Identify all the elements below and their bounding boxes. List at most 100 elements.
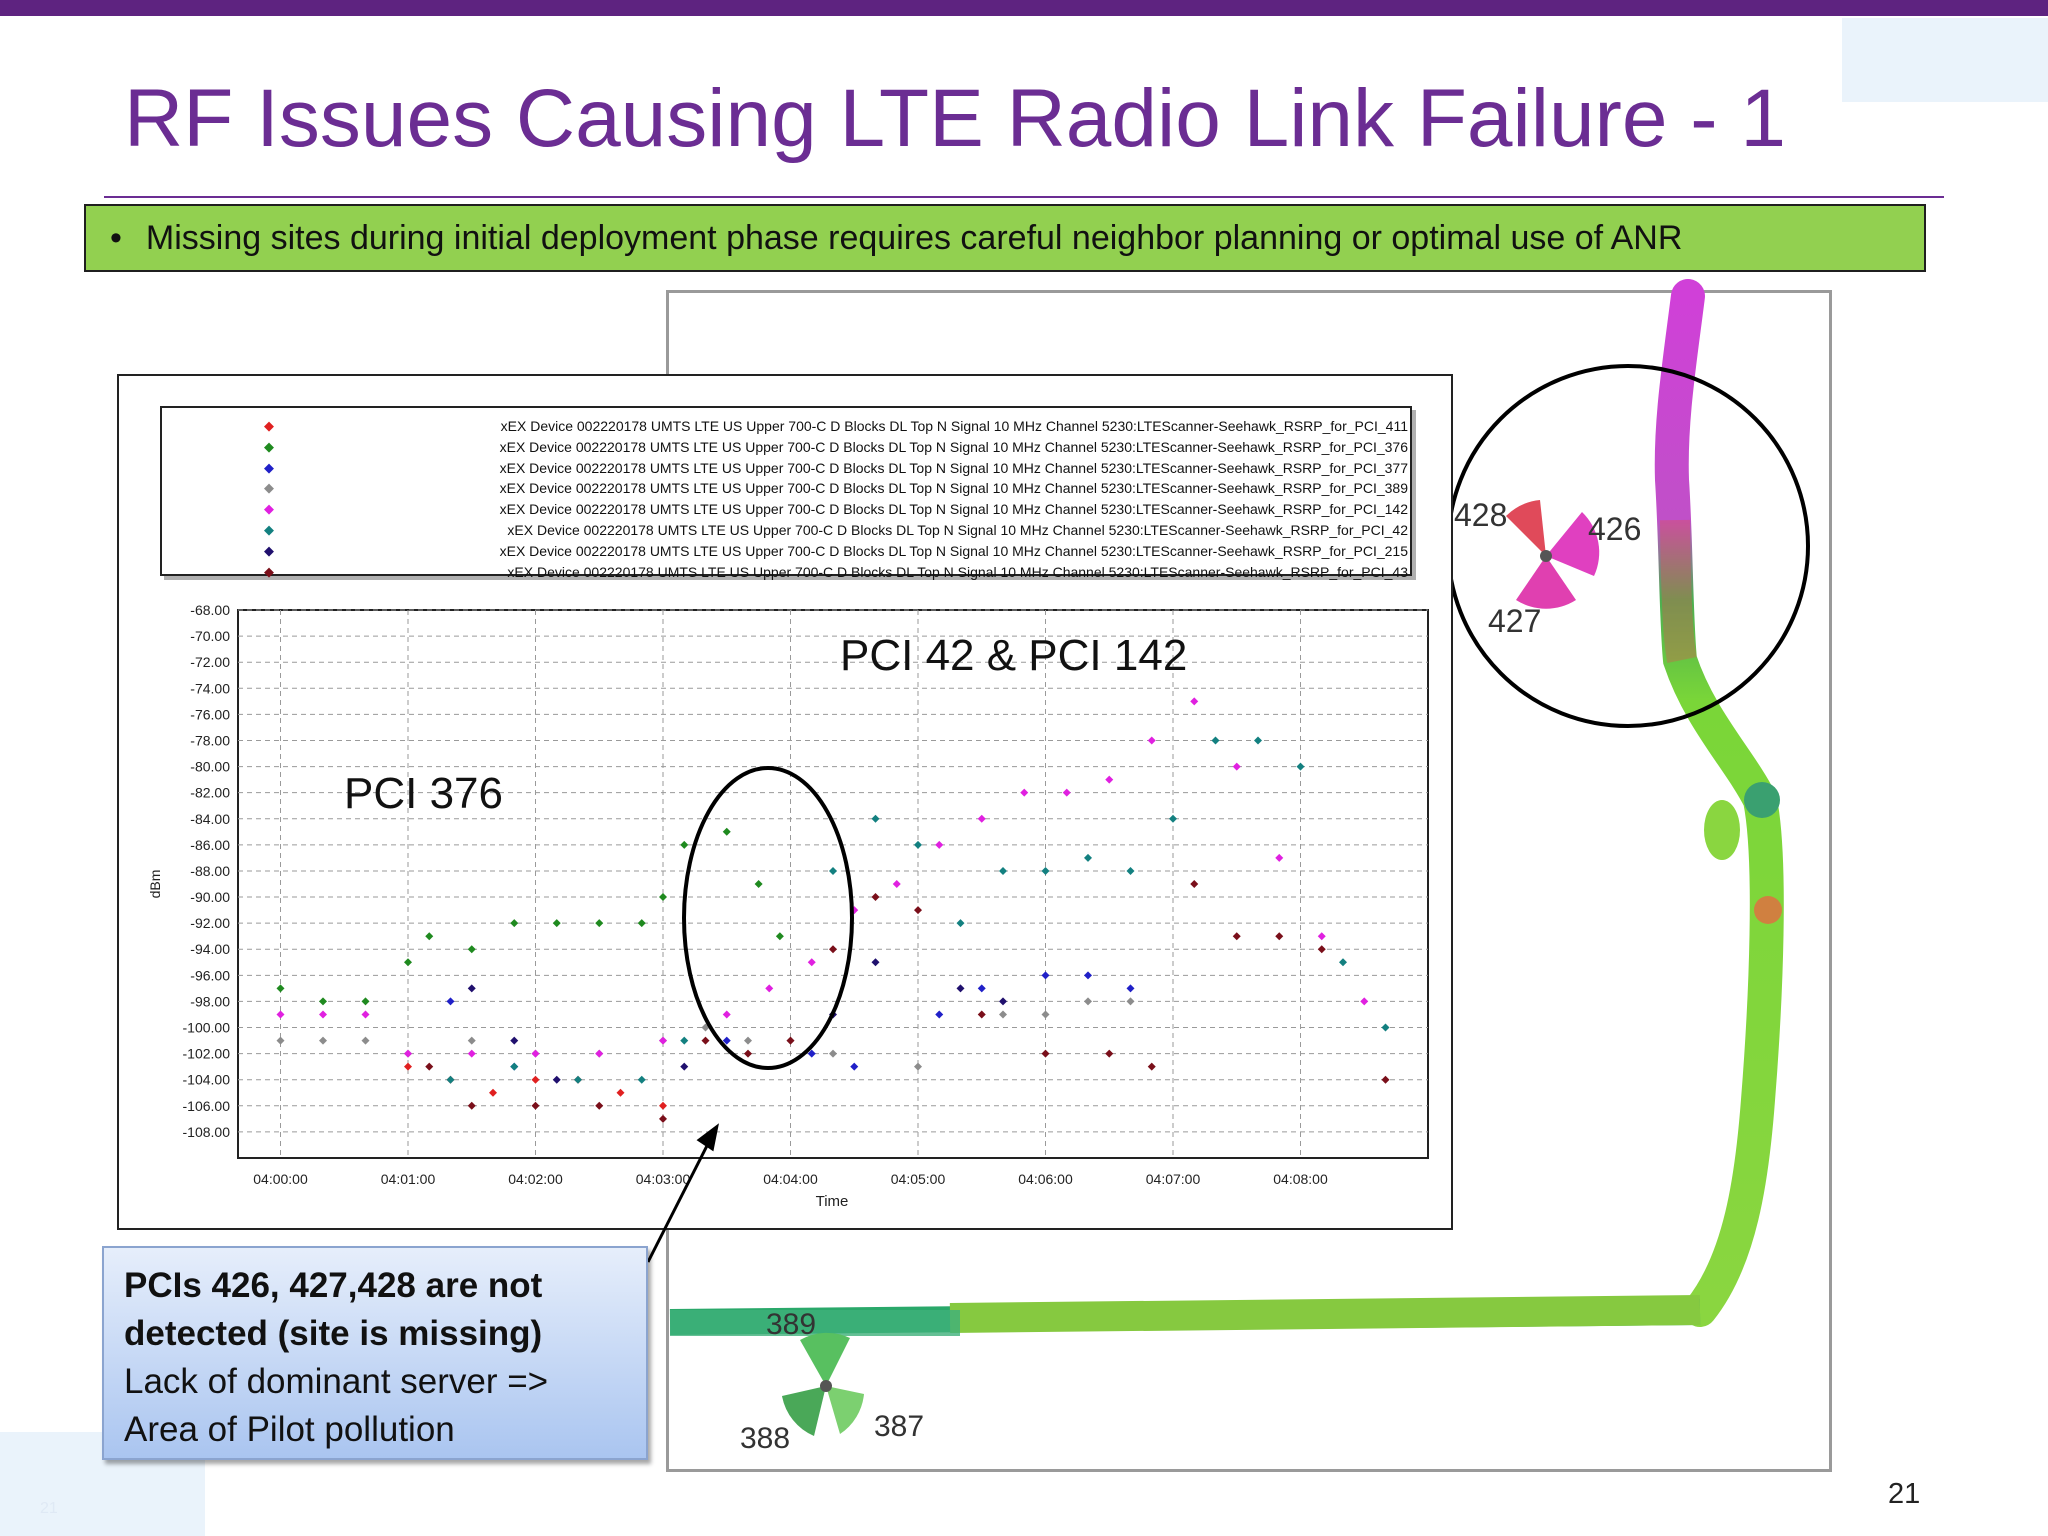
y-tick-label: -70.00	[190, 628, 230, 644]
legend-marker-icon: ◆	[264, 501, 274, 517]
data-point	[977, 984, 986, 993]
route-blob	[1744, 782, 1780, 818]
data-point	[510, 919, 519, 928]
y-axis-label: dBm	[147, 870, 163, 899]
data-point	[680, 1062, 689, 1071]
bullet-symbol: •	[110, 218, 122, 257]
data-point	[680, 1036, 689, 1045]
data-point	[319, 1010, 327, 1019]
pollution-ellipse	[682, 766, 854, 1070]
data-point	[1317, 945, 1326, 954]
data-point	[1169, 814, 1177, 823]
data-point	[1190, 880, 1199, 888]
annotation-callout-box: PCIs 426, 427,428 are not detected (site…	[102, 1246, 648, 1460]
legend-entry: ◆xEX Device 002220178 UMTS LTE US Upper …	[162, 520, 1412, 540]
callout-arrow-line	[646, 1127, 718, 1263]
data-point	[935, 840, 944, 849]
legend-marker-icon: ◆	[264, 418, 274, 433]
x-tick-label: 04:02:00	[508, 1171, 563, 1187]
data-point	[999, 1010, 1007, 1019]
y-tick-label: -106.00	[183, 1098, 231, 1114]
legend-marker-icon: ◆	[264, 542, 274, 558]
data-points	[276, 697, 1390, 1123]
data-point	[1360, 997, 1369, 1006]
data-point	[807, 1049, 816, 1058]
data-point	[467, 945, 476, 954]
y-tick-label: -68.00	[190, 602, 230, 618]
data-point	[510, 1036, 519, 1045]
x-tick-label: 04:06:00	[1018, 1171, 1073, 1187]
data-point	[935, 1010, 944, 1019]
data-point	[1041, 971, 1050, 980]
data-point	[574, 1075, 582, 1084]
data-point	[531, 1075, 540, 1084]
route-vertical	[1654, 279, 1784, 1327]
data-point	[659, 1114, 667, 1123]
site-label-428: 428	[1454, 497, 1507, 533]
x-tick-label: 04:08:00	[1273, 1171, 1328, 1187]
legend-marker-icon: ◆	[264, 480, 274, 496]
data-point	[680, 840, 689, 849]
data-point	[1381, 1023, 1390, 1032]
data-point	[637, 1075, 646, 1084]
data-point	[786, 1036, 795, 1045]
plot-area	[237, 609, 1429, 1159]
data-point	[404, 958, 412, 967]
data-point	[1147, 1062, 1156, 1071]
data-point	[319, 997, 327, 1006]
data-point	[319, 1036, 327, 1045]
legend-label: xEX Device 002220178 UMTS LTE US Upper 7…	[500, 418, 1408, 434]
data-point	[1339, 958, 1347, 967]
y-tick-label: -98.00	[190, 993, 230, 1009]
y-tick-label: -80.00	[190, 759, 230, 775]
annotation-pci-42-142: PCI 42 & PCI 142	[840, 631, 1187, 680]
data-point	[489, 1088, 497, 1097]
data-point	[595, 919, 604, 928]
x-tick-label: 04:00:00	[253, 1171, 308, 1187]
route-vertical-overlay	[1660, 519, 1697, 663]
data-point	[446, 1075, 455, 1084]
data-point	[552, 1075, 561, 1084]
existing-site-icon	[782, 1332, 864, 1436]
y-tick-label: -104.00	[183, 1072, 231, 1088]
data-point	[467, 1036, 476, 1045]
page-number-faint: 21	[40, 1500, 58, 1517]
data-point	[999, 866, 1007, 875]
data-point	[722, 827, 731, 836]
legend-marker-icon: ◆	[264, 522, 274, 537]
x-tick-label: 04:01:00	[381, 1171, 436, 1187]
data-point	[659, 893, 667, 902]
annotation-pci-376: PCI 376	[344, 769, 503, 818]
y-tick-label: -84.00	[190, 811, 230, 827]
legend-label: xEX Device 002220178 UMTS LTE US Upper 7…	[499, 480, 1408, 497]
x-tick-label: 04:04:00	[763, 1171, 818, 1187]
data-point	[1126, 866, 1135, 875]
legend-entry: ◆xEX Device 002220178 UMTS LTE US Upper …	[162, 458, 1412, 478]
y-tick-label: -78.00	[190, 732, 230, 748]
data-point	[999, 997, 1007, 1006]
data-point	[775, 932, 784, 941]
data-point	[361, 1010, 370, 1019]
y-tick-labels: -68.00-70.00-72.00-74.00-76.00-78.00-80.…	[183, 602, 231, 1140]
data-point	[276, 1010, 285, 1019]
data-point	[1275, 932, 1284, 941]
legend-marker-icon: ◆	[264, 563, 274, 579]
slide-title: RF Issues Causing LTE Radio Link Failure…	[124, 73, 1786, 164]
route-horizontal-stripe	[670, 1310, 960, 1336]
y-tick-label: -88.00	[190, 863, 230, 879]
legend-marker-icon: ◆	[264, 459, 274, 475]
y-tick-label: -74.00	[190, 680, 230, 696]
data-point	[404, 1062, 412, 1071]
data-point	[1020, 788, 1029, 797]
annotation-line-2: detected (site is missing)	[124, 1314, 543, 1353]
data-point	[722, 1036, 731, 1045]
data-point	[1084, 997, 1092, 1006]
y-tick-label: -108.00	[183, 1124, 231, 1140]
data-point	[1041, 1010, 1050, 1019]
chart-legend: ◆ xEX Device 002220178 UMTS LTE US Upper …	[160, 406, 1412, 580]
legend-entry: ◆ xEX Device 002220178 UMTS LTE US Upper …	[162, 478, 1412, 498]
data-point	[425, 1062, 434, 1071]
data-point	[892, 880, 901, 888]
legend-marker-icon: ◆	[264, 438, 274, 454]
